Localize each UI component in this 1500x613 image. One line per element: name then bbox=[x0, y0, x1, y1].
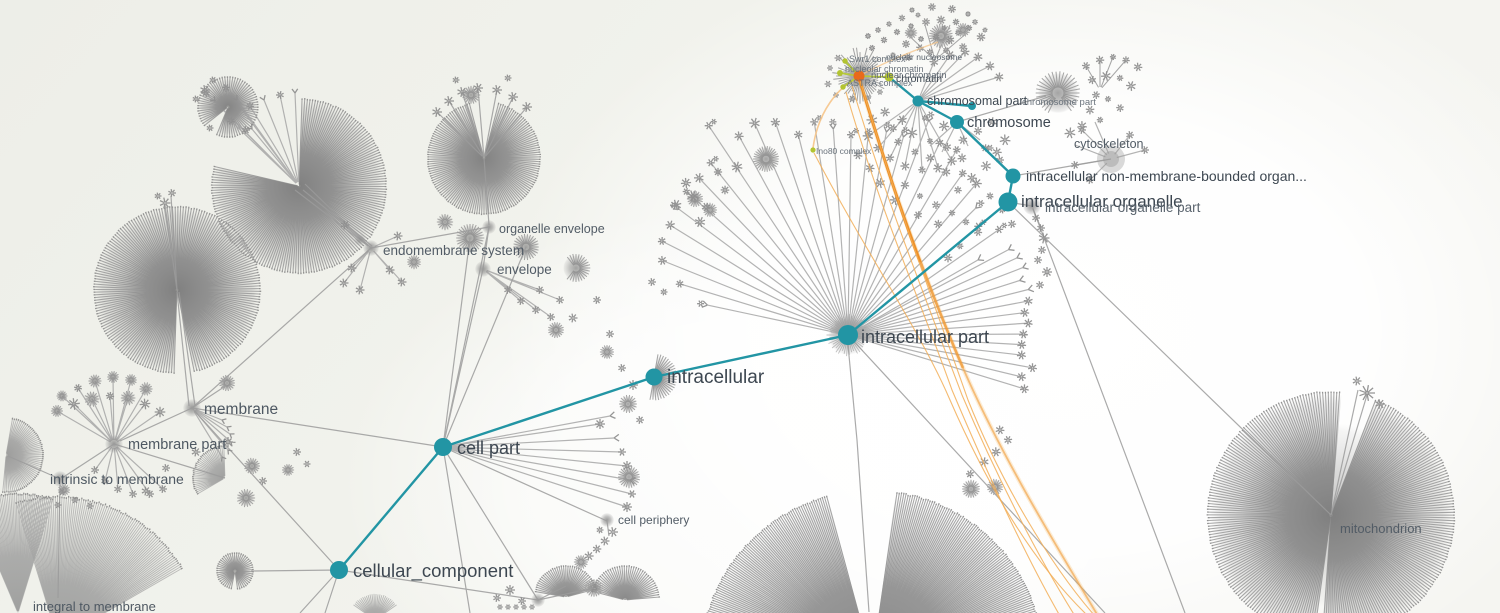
svg-text:mitochondrion: mitochondrion bbox=[1340, 521, 1422, 536]
svg-text:cell part: cell part bbox=[457, 438, 520, 458]
svg-text:intracellular: intracellular bbox=[667, 367, 765, 388]
svg-text:chromatin: chromatin bbox=[896, 73, 942, 85]
svg-text:intrinsic to membrane: intrinsic to membrane bbox=[50, 471, 184, 487]
svg-text:cellular_component: cellular_component bbox=[353, 560, 513, 582]
svg-text:cytoskeleton: cytoskeleton bbox=[1074, 137, 1144, 151]
svg-text:organelle envelope: organelle envelope bbox=[499, 222, 605, 236]
svg-text:intracellular non-membrane-bou: intracellular non-membrane-bounded organ… bbox=[1026, 168, 1307, 184]
svg-text:intracellular organelle: intracellular organelle bbox=[1021, 192, 1183, 211]
svg-text:nuclear chromatin: nuclear chromatin bbox=[871, 70, 947, 81]
svg-text:intracellular part: intracellular part bbox=[861, 327, 989, 347]
svg-text:Ino80 complex: Ino80 complex bbox=[816, 146, 872, 156]
svg-text:chromosomal part: chromosomal part bbox=[927, 94, 1028, 108]
svg-text:endomembrane system: endomembrane system bbox=[383, 243, 524, 258]
svg-text:chromosome part: chromosome part bbox=[1022, 97, 1096, 108]
svg-text:chromosome: chromosome bbox=[967, 115, 1051, 131]
svg-text:envelope: envelope bbox=[497, 262, 552, 277]
svg-text:cell periphery: cell periphery bbox=[618, 513, 689, 527]
svg-text:Swr1 complex: Swr1 complex bbox=[849, 54, 906, 64]
svg-text:intracellular organelle part: intracellular organelle part bbox=[1045, 200, 1201, 215]
svg-text:nucleolar chromatin: nucleolar chromatin bbox=[845, 64, 924, 74]
svg-text:integral to membrane: integral to membrane bbox=[33, 599, 156, 613]
svg-text:membrane: membrane bbox=[204, 401, 278, 418]
svg-text:membrane part: membrane part bbox=[128, 437, 226, 453]
svg-text:nuclear nucleosome: nuclear nucleosome bbox=[886, 52, 962, 62]
svg-text:ASTRA complex: ASTRA complex bbox=[847, 78, 913, 88]
